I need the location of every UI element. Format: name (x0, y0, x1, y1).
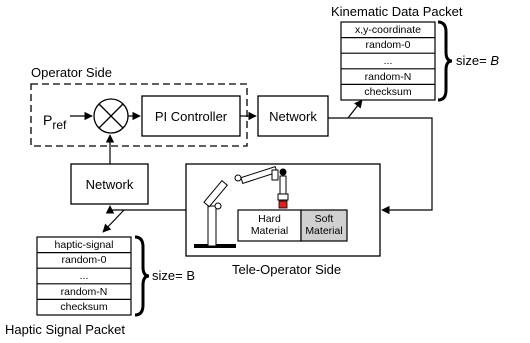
kinematic-size-brace (437, 20, 453, 102)
haptic-cell-0: haptic-signal (54, 238, 114, 251)
haptic-cell-2: ... (79, 269, 89, 282)
kinematic-packet-table (340, 21, 436, 101)
robot-arm-illustration (194, 165, 289, 248)
pi-controller-box (141, 95, 241, 137)
haptic-size-label: size= B (152, 268, 195, 283)
haptic-size-brace (134, 235, 150, 317)
hard-material-block (237, 209, 302, 242)
kinematic-size-label: size= B (456, 53, 499, 68)
haptic-packet-table (36, 236, 132, 316)
signal-arrows (70, 99, 433, 233)
gripper-tip (278, 200, 288, 209)
operator-side-boundary (30, 83, 248, 147)
kinematic-cell-1: random-0 (365, 39, 411, 52)
kinematic-cell-4: checksum (364, 86, 412, 99)
soft-material-block (300, 209, 348, 242)
operator-side-label: Operator Side (31, 65, 112, 80)
haptic-packet-title: Haptic Signal Packet (5, 322, 125, 337)
kinematic-cell-3: random-N (364, 70, 412, 83)
network-top-label: Network (269, 108, 317, 124)
haptic-cell-4: checksum (60, 301, 108, 314)
kinematic-packet-title: Kinematic Data Packet (331, 4, 463, 19)
pi-controller-label: PI Controller (154, 108, 228, 124)
kinematic-cell-0: x,y-coordinate (355, 23, 421, 36)
haptic-cell-1: random-0 (61, 254, 107, 267)
summing-junction (93, 98, 129, 134)
network-left-label: Network (85, 176, 134, 192)
pref-label: Pref (43, 112, 67, 132)
teleoperator-side-label: Tele-Operator Side (232, 262, 342, 277)
haptic-cell-3: random-N (60, 285, 108, 298)
kinematic-cell-2: ... (383, 54, 393, 67)
network-top-box (257, 95, 329, 137)
